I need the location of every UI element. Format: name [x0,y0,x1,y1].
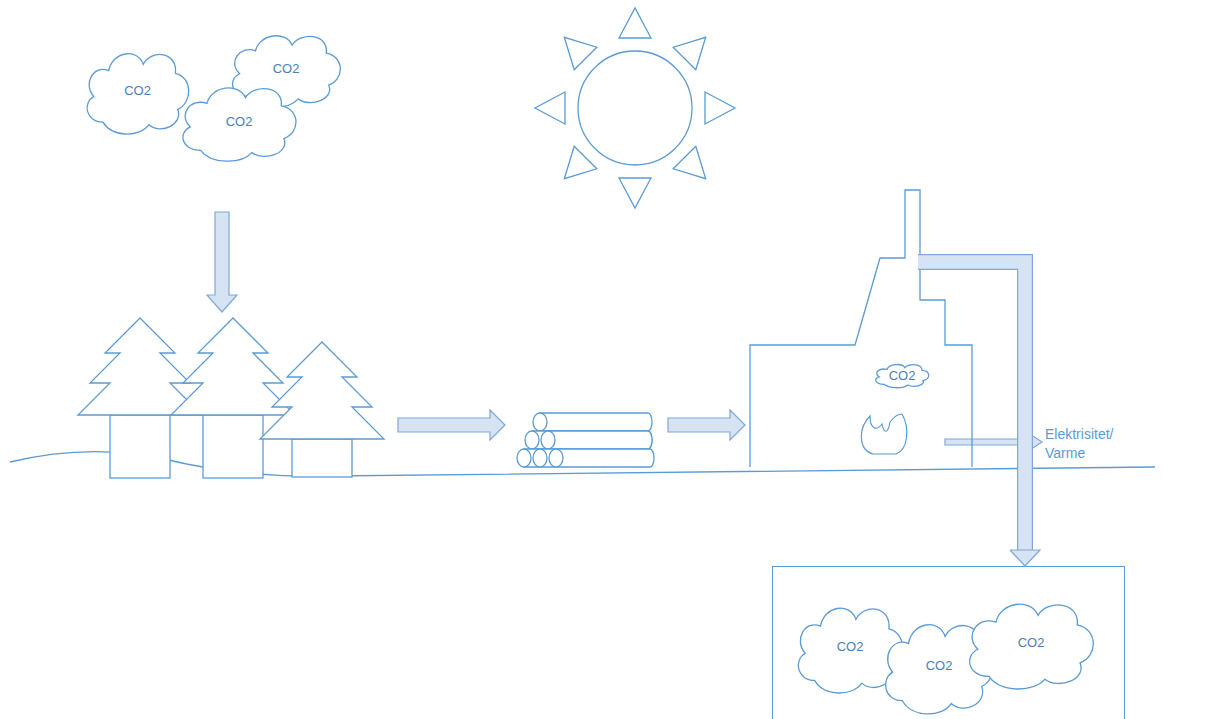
log [524,449,654,467]
log [548,431,652,449]
flow-arrow [207,212,237,312]
co2-label: CO2 [124,83,151,98]
cloud-outline [87,54,189,134]
energy-arrow [945,434,1042,450]
cloud-outline [970,604,1094,689]
flame [861,414,906,454]
co2-flow-arrow [918,262,1040,566]
sun-ray [564,37,597,70]
co2-cloud: CO2 [175,80,303,162]
sun-ray [673,146,706,179]
arrow-band [918,262,1025,550]
sun-disc [578,51,692,165]
log-end [525,431,539,449]
sun-ray [619,178,651,208]
arrow-band [918,262,1025,550]
tree-trunk [203,415,263,478]
flow-arrow [668,410,745,440]
power-plant: CO2 [750,188,975,468]
co2-label: CO2 [889,368,916,383]
flow-arrow [398,410,505,440]
log-end [549,449,563,467]
cloud-outline [876,365,929,388]
co2-cloud: CO2 [872,362,932,388]
co2-label: CO2 [837,639,864,654]
sun-ray [619,8,651,38]
sun-ray [673,37,706,70]
tree-crown [78,318,202,415]
co2-label: CO2 [273,61,300,76]
log-end [517,449,531,467]
arrow-head [1010,550,1040,566]
tree-crown [260,342,384,439]
output-label: Elektrisitet/ Varme [1045,425,1130,463]
log-end [533,449,547,467]
tree-crown [171,318,295,415]
co2-label: CO2 [926,658,953,673]
sun-ray [535,92,565,124]
plant-outline [750,188,975,468]
storage-box: CO2CO2CO2 [772,566,1125,719]
cloud-outline [183,88,296,161]
co2-label: CO2 [1018,635,1045,650]
sun-ray [564,146,597,179]
co2-label: CO2 [226,114,253,129]
tree-trunk [110,415,170,478]
sun-ray [705,92,735,124]
tree-trunk [292,439,352,477]
log-end [541,431,555,449]
co2-cloud: CO2 [961,595,1101,690]
log-end [533,413,547,431]
co2-cloud: CO2 [80,45,195,135]
plant-outline [750,190,972,467]
log [540,413,652,431]
log [532,431,652,449]
